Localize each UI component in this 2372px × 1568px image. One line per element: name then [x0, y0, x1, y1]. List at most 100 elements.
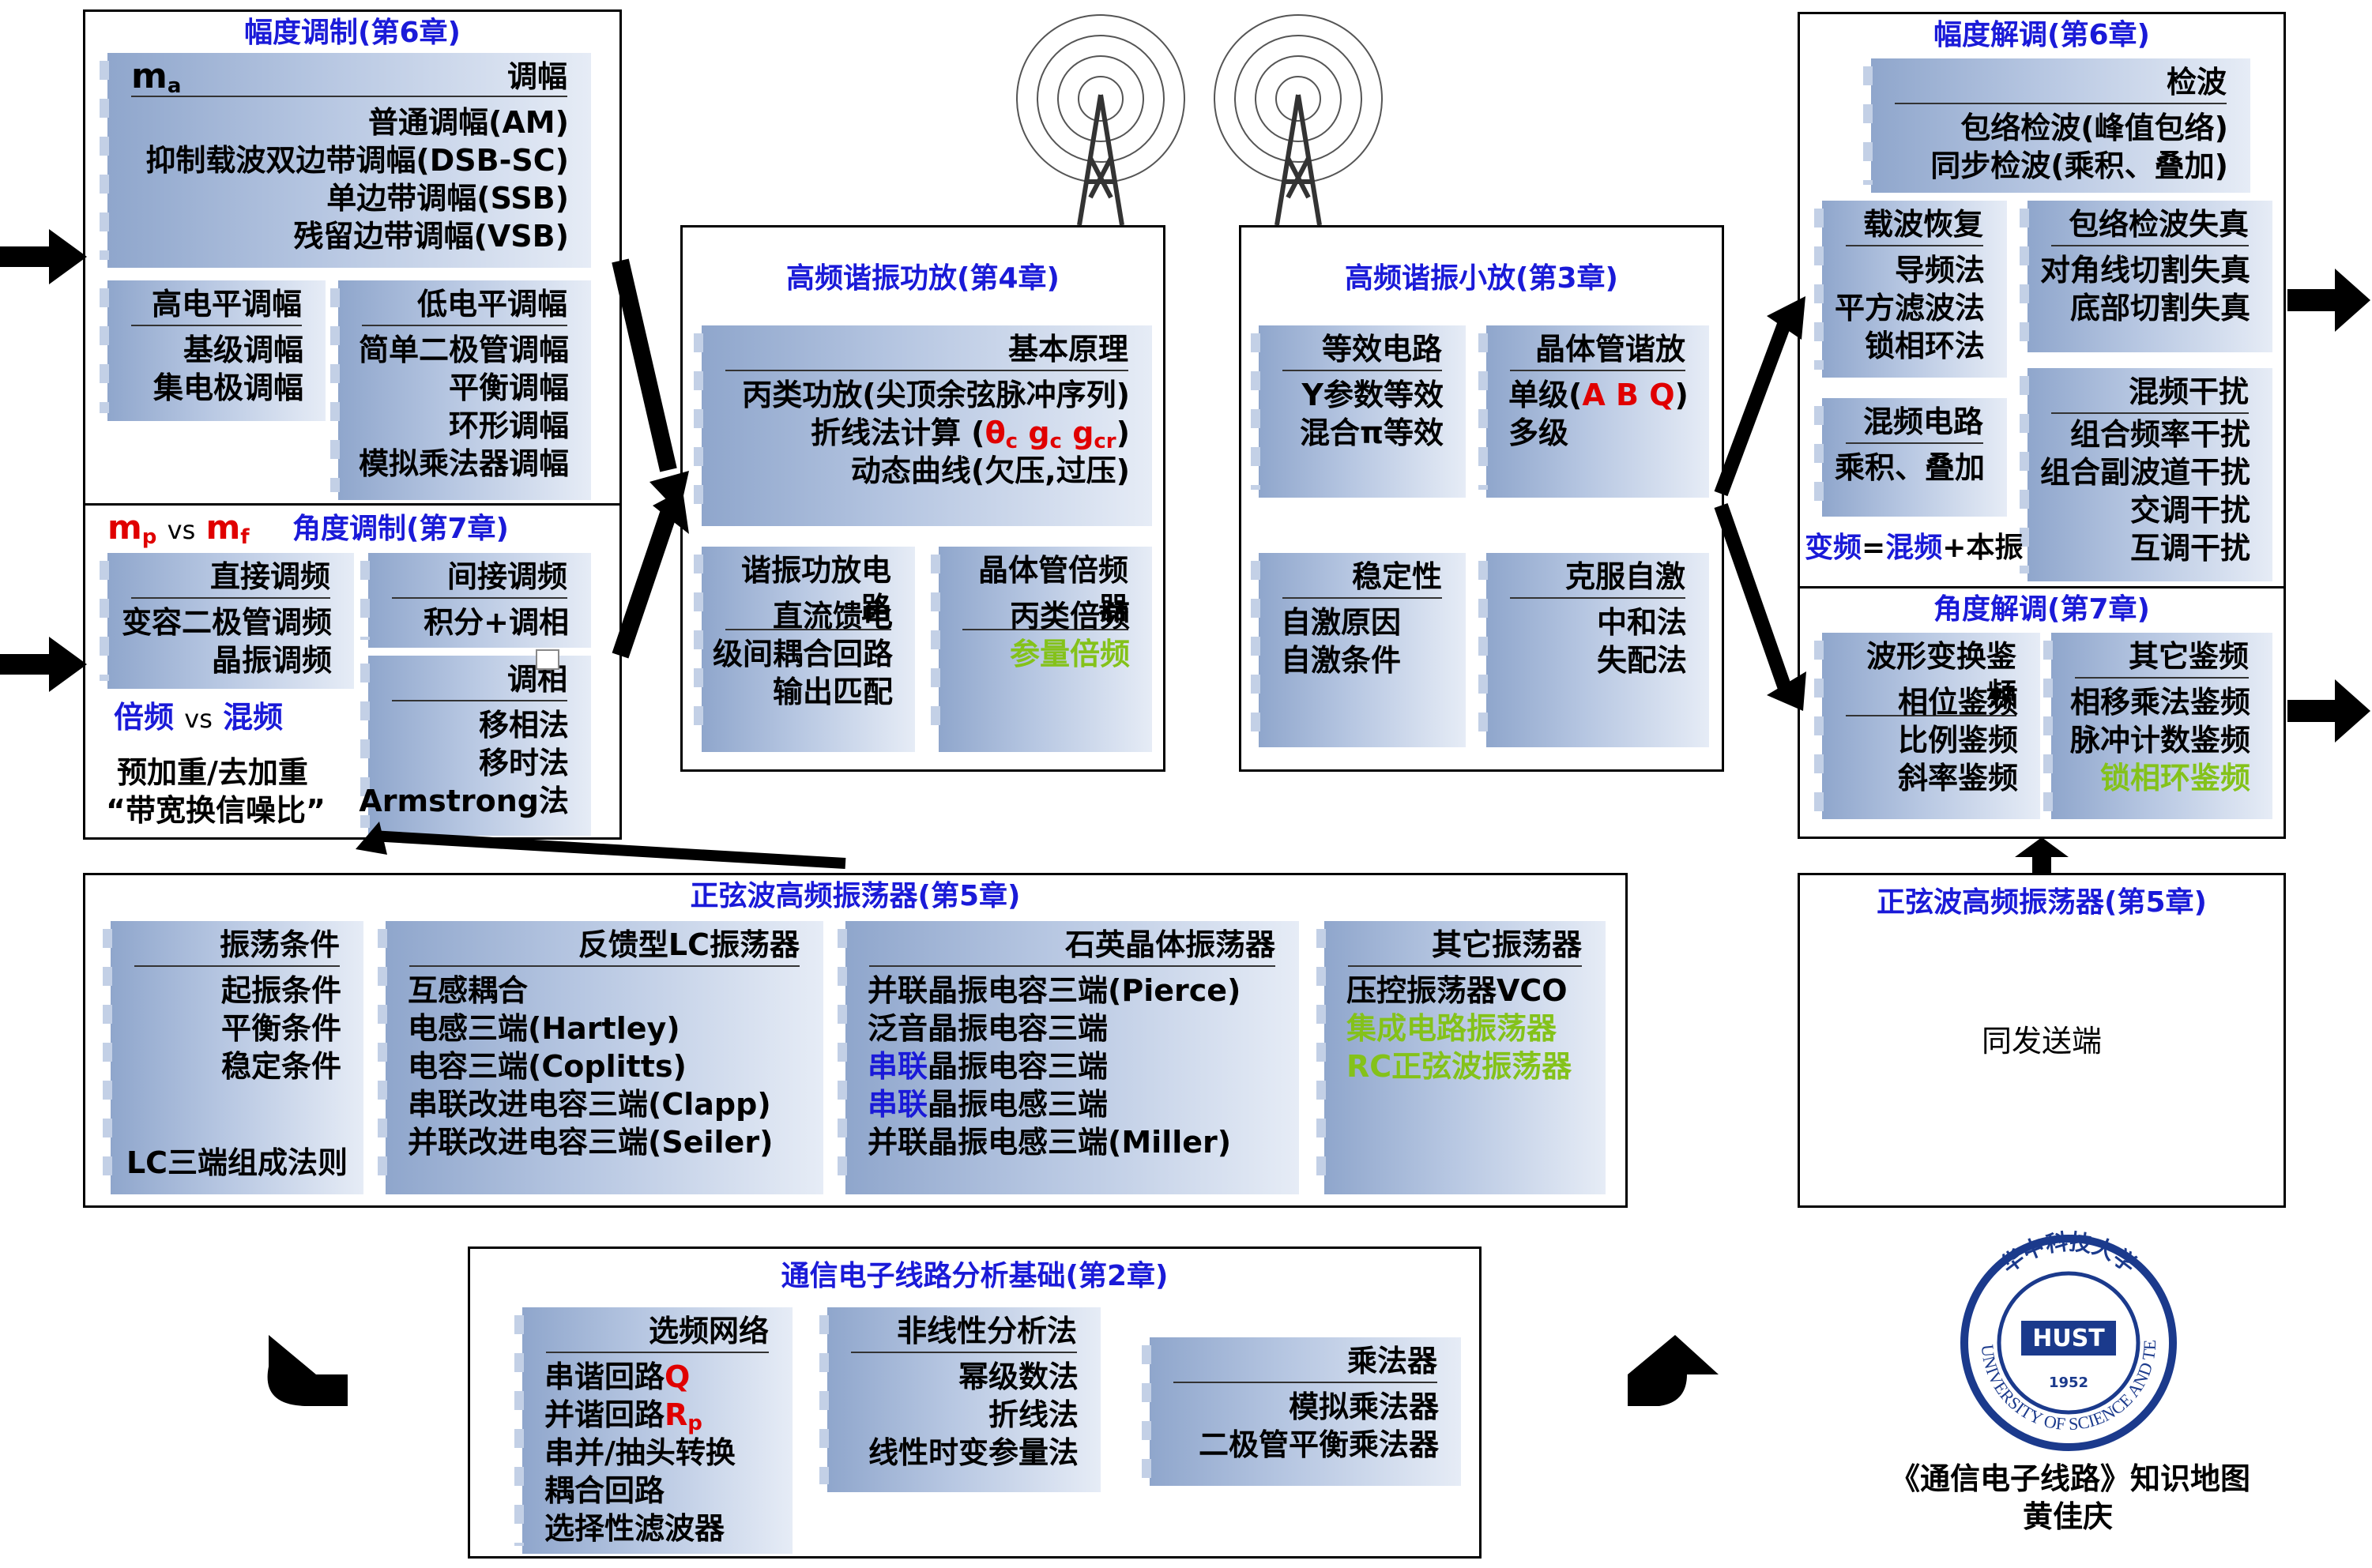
amd-det-item: 同步检波(乘积、叠加) [1930, 149, 2228, 183]
am-frame: 幅度调制(第6章) ma 调幅 普通调幅(AM) 抑制载波双边带调幅(DSB-S… [83, 9, 622, 506]
am-high-head: 高电平调幅 [131, 285, 302, 326]
basics-nl-head: 非线性分析法 [851, 1312, 1077, 1353]
antenna-right-icon [1214, 14, 1383, 226]
fm-indirect-box: 间接调频 积分+调相 [360, 553, 591, 648]
fmd-other-head: 其它鉴频 [2075, 637, 2249, 679]
fm-direct-item: 变容二极管调频 [121, 605, 332, 640]
am-main-item: 残留边带调幅(VSB) [293, 219, 569, 254]
fmd-other-green: 锁相环鉴频 [2099, 761, 2250, 795]
pa-circuit-box: 谐振功放电路 直流馈电 级间耦合回路 输出匹配 [694, 547, 915, 752]
basics-frame: 通信电子线路分析基础(第2章) 选频网络 串谐回路Q 并谐回路Rp 串并/抽头转… [468, 1247, 1482, 1559]
osc-other-item: 压控振荡器VCO [1346, 973, 1568, 1008]
fmd-frame: 角度解调(第7章) 波形变换鉴频 相位鉴频 比例鉴频 斜率鉴频 其它鉴频 相移乘… [1798, 586, 2286, 839]
amd-mixer-box: 混频电路 乘积、叠加 [1814, 398, 2007, 517]
pa-mult-green: 参量倍频 [1009, 637, 1130, 671]
basics-nl-box: 非线性分析法 幂级数法 折线法 线性时变参量法 [819, 1307, 1101, 1492]
amd-frame: 幅度解调(第6章) 检波 包络检波(峰值包络) 同步检波(乘积、叠加) 载波恢复… [1798, 12, 2286, 588]
fm-indirect-item: 积分+调相 [424, 605, 569, 640]
am-low-item: 简单二极管调幅 [358, 333, 569, 367]
osc2-text: 同发送端 [1981, 1024, 2102, 1058]
amd-carrier-box: 载波恢复 导频法 平方滤波法 锁相环法 [1814, 201, 2007, 378]
am-low-head: 低电平调幅 [362, 285, 567, 326]
am-high-box: 高电平调幅 基级调幅 集电极调幅 [100, 280, 326, 421]
fm-direct-item: 晶振调频 [211, 643, 332, 678]
pa-circuit-item: 输出匹配 [772, 675, 893, 709]
mp-vs-mf: mp vs mf [107, 508, 250, 550]
sa-frame: 高频谐振小放(第3章) 等效电路 Y参数等效 混合π等效 晶体管谐放 单级(A … [1239, 225, 1724, 772]
amd-distort-item: 底部切割失真 [2069, 291, 2250, 325]
sa-title: 高频谐振小放(第3章) [1345, 262, 1618, 295]
am-main-box: ma 调幅 普通调幅(AM) 抑制载波双边带调幅(DSB-SC) 单边带调幅(S… [100, 53, 591, 268]
amd-carrier-item: 平方滤波法 [1834, 291, 1985, 325]
osc-other-green: 集成电路振荡器 [1346, 1011, 1557, 1046]
basics-nl-item: 线性时变参量法 [868, 1435, 1079, 1470]
basics-mul-item: 模拟乘法器 [1288, 1389, 1439, 1424]
pa-basic-box: 基本原理 丙类功放(尖顶余弦脉冲序列) 折线法计算 (θc gc gcr) 动态… [694, 325, 1152, 526]
conversion-eq: 变频=混频+本振 [1805, 532, 2024, 564]
basics-nl-item: 折线法 [988, 1397, 1079, 1432]
footer-title: 《通信电子线路》知识地图 [1890, 1461, 2251, 1496]
amd-carrier-item: 锁相环法 [1864, 329, 1985, 363]
fmd-wave-item: 斜率鉴频 [1897, 761, 2018, 795]
sa-tx-multi: 多级 [1508, 416, 1569, 450]
amd-mixer-item: 乘积、叠加 [1834, 450, 1985, 485]
am-high-item: 基级调幅 [183, 333, 303, 367]
osc2-frame: 正弦波高频振荡器(第5章) 同发送端 [1798, 873, 2286, 1208]
sa-tx-head: 晶体管谐放 [1510, 330, 1685, 371]
sa-tx-box: 晶体管谐放 单级(A B Q) 多级 [1478, 325, 1709, 498]
antenna-left-icon [1016, 14, 1185, 226]
amd-interf-item: 组合频率干扰 [2069, 417, 2250, 452]
am-low-item: 平衡调幅 [448, 370, 569, 405]
sa-equiv-item: 混合π等效 [1299, 416, 1444, 450]
am-main-item: 单边带调幅(SSB) [326, 181, 569, 216]
osc-cond-head: 振荡条件 [134, 926, 340, 967]
osc-lc-item: 电容三端(Coplitts) [408, 1049, 687, 1084]
sa-tx-single: 单级(A B Q) [1508, 378, 1689, 412]
amd-mixer-head: 混频电路 [1846, 403, 1983, 444]
osc-xtal-item: 并联晶振电容三端(Pierce) [868, 973, 1241, 1008]
sa-stab-head: 稳定性 [1282, 558, 1442, 599]
basics-mul-head: 乘法器 [1173, 1342, 1437, 1383]
pa-mult-head: 晶体管倍频器 [962, 551, 1128, 630]
amd-det-head: 检波 [1895, 63, 2227, 104]
osc-other-head: 其它振荡器 [1348, 926, 1582, 967]
osc-xtal-item: 泛音晶振电容三端 [868, 1011, 1109, 1046]
sa-overcome-item: 失配法 [1596, 643, 1687, 678]
pa-mult-box: 晶体管倍频器 丙类倍频 参量倍频 [931, 547, 1152, 752]
osc-cond-rule: LC三端组成法则 [126, 1145, 348, 1180]
osc-xtal-series-cap: 串联晶振电容三端 [868, 1049, 1109, 1084]
pa-circuit-item: 直流馈电 [772, 599, 893, 634]
pa-circuit-head: 谐振功放电路 [725, 551, 891, 630]
sa-equiv-item: Y参数等效 [1301, 378, 1444, 412]
osc-lc-item: 串联改进电容三端(Clapp) [408, 1087, 771, 1122]
logo-text: HUAZHONG UNIVERSITY OF SCIENCE AND TECHN… [1978, 1327, 2159, 1434]
basics-sel-item: 选择性滤波器 [544, 1511, 725, 1546]
amd-det-box: 检波 包络检波(峰值包络) 同步检波(乘积、叠加) [1863, 58, 2250, 193]
osc-cond-item: 起振条件 [220, 973, 341, 1008]
sa-overcome-box: 克服自激 中和法 失配法 [1478, 553, 1709, 747]
amd-distort-box: 包络检波失真 对角线切割失真 底部切割失真 [2020, 201, 2272, 352]
pa-basic-head: 基本原理 [725, 330, 1128, 371]
logo-cn: 华中科技大学 [1996, 1228, 2141, 1278]
osc-cond-item: 稳定条件 [220, 1049, 341, 1084]
amd-interf-box: 混频干扰 组合频率干扰 组合副波道干扰 交调干扰 互调干扰 [2020, 368, 2272, 581]
fmd-other-item: 脉冲计数鉴频 [2069, 723, 2250, 758]
fmd-wave-box: 波形变换鉴频 相位鉴频 比例鉴频 斜率鉴频 [1814, 633, 2040, 819]
osc-xtal-head: 石英晶体振荡器 [869, 926, 1275, 967]
amd-interf-item: 互调干扰 [2129, 531, 2250, 566]
sa-overcome-head: 克服自激 [1510, 558, 1685, 599]
basics-sel-parallel: 并谐回路Rp [544, 1397, 702, 1435]
osc-lc-box: 反馈型LC振荡器 互感耦合 电感三端(Hartley) 电容三端(Coplitt… [378, 921, 823, 1194]
basics-sel-item: 串并/抽头转换 [544, 1435, 736, 1470]
pa-mult-item: 丙类倍频 [1009, 599, 1130, 634]
fmd-wave-head: 波形变换鉴频 [1846, 637, 2016, 716]
ma-symbol: ma [131, 56, 182, 99]
fmd-wave-item: 相位鉴频 [1897, 685, 2018, 720]
amd-carrier-item: 导频法 [1894, 253, 1985, 288]
pa-basic-item: 动态曲线(欠压,过压) [850, 453, 1130, 488]
osc-other-box: 其它振荡器 压控振荡器VCO 集成电路振荡器 RC正弦波振荡器 [1316, 921, 1606, 1194]
basics-sel-head: 选频网络 [546, 1312, 769, 1353]
fmd-other-box: 其它鉴频 相移乘法鉴频 脉冲计数鉴频 锁相环鉴频 [2043, 633, 2272, 819]
basics-title: 通信电子线路分析基础(第2章) [781, 1260, 1169, 1292]
basics-sel-item: 耦合回路 [544, 1473, 665, 1508]
